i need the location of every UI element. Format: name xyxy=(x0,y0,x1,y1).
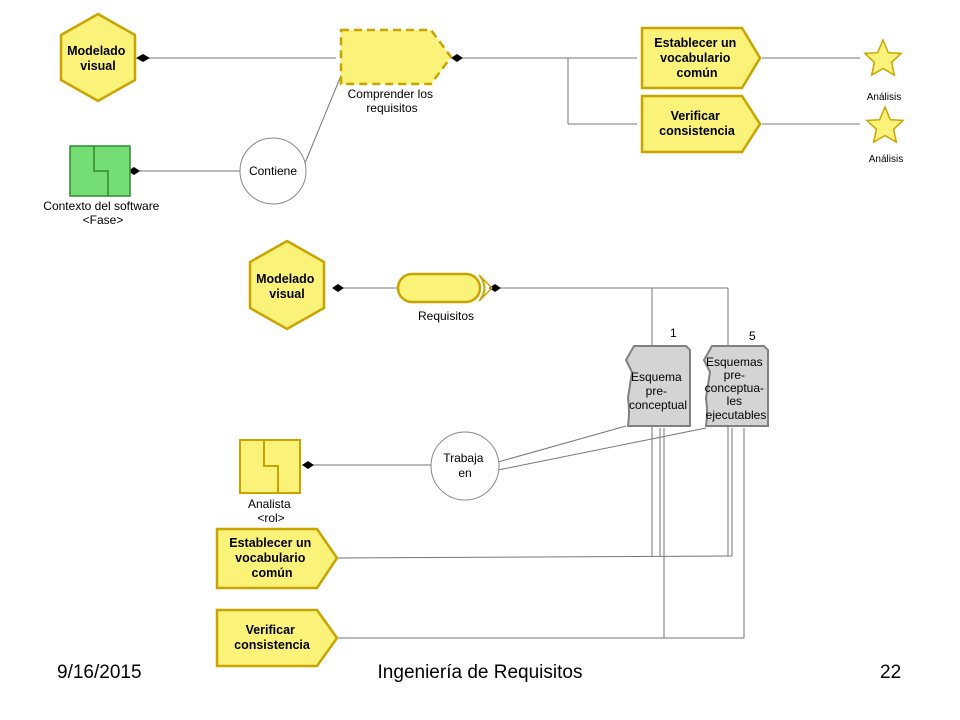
svg-text:Modelado visual: Modelado visual xyxy=(67,44,129,73)
top-modelado-visual-hexagon: Modelado visual xyxy=(59,12,137,103)
svg-text:Esquemas pre- conc: Esquemas pre- conceptua- les ejecutables xyxy=(705,355,768,422)
top-connector-diamonds xyxy=(128,54,463,175)
top-establecer-vocabulario-activity: Establecer un vocabulario común xyxy=(640,26,762,90)
footer-title: Ingeniería de Requisitos xyxy=(377,662,583,683)
multiplicity-5: 5 xyxy=(749,329,756,343)
top-connectors xyxy=(134,57,860,172)
svg-text:Modelado visual: Modelado visual xyxy=(256,272,318,301)
comprender-requisitos-phase: Comprender los requisitos xyxy=(339,28,453,115)
svg-text:Establecer un vocabulari: Establecer un vocabulario común xyxy=(229,536,314,580)
analisis-star-icon: Análisis xyxy=(865,105,905,165)
bottom-connectors xyxy=(310,287,745,639)
bottom-verificar-consistencia-activity: Verificar consistencia xyxy=(215,608,339,668)
svg-text:Contexto del software <F: Contexto del software <Fase> xyxy=(43,199,162,227)
svg-text:Verificar consistencia: Verificar consistencia xyxy=(659,109,736,138)
top-verificar-consistencia-activity: Verificar consistencia xyxy=(640,94,762,154)
svg-text:Establecer un vocabulari: Establecer un vocabulario común xyxy=(654,36,739,80)
svg-text:Comprender los requisito: Comprender los requisitos xyxy=(348,87,437,115)
analista-role: Analista <rol> xyxy=(239,439,301,525)
svg-text:Contiene: Contiene xyxy=(249,164,297,178)
contiene-circle: Contiene xyxy=(239,137,307,205)
footer-page-number: 22 xyxy=(880,662,902,683)
analisis-star-icon: Análisis xyxy=(863,38,903,103)
bottom-modelado-visual-hexagon: Modelado visual xyxy=(248,239,326,331)
esquemas-ejecutables-document: Esquemas pre- conceptua- les ejecutables xyxy=(702,345,769,427)
footer-date: 9/16/2015 xyxy=(57,662,142,683)
svg-text:Esquema pre- conce: Esquema pre- conceptual xyxy=(629,370,687,412)
svg-text:Análisis: Análisis xyxy=(867,92,901,103)
multiplicity-1: 1 xyxy=(670,326,677,340)
esquema-preconceptual-document: Esquema pre- conceptual xyxy=(624,345,691,427)
trabaja-en-circle: Trabaja en xyxy=(430,431,500,501)
requisitos-work-product: Requisitos xyxy=(396,272,493,323)
bottom-establecer-vocabulario-activity: Establecer un vocabulario común xyxy=(215,527,339,590)
svg-text:Análisis: Análisis xyxy=(869,154,903,165)
svg-text:Trabaja en: Trabaja en xyxy=(443,451,487,480)
bottom-connector-diamonds xyxy=(302,284,501,469)
svg-text:Verificar consistencia: Verificar consistencia xyxy=(234,623,311,652)
svg-text:Requisitos: Requisitos xyxy=(418,309,474,323)
svg-text:Analista <rol>: Analista <rol> xyxy=(248,497,294,525)
contexto-software-phase: Contexto del software <Fase> xyxy=(43,145,162,227)
